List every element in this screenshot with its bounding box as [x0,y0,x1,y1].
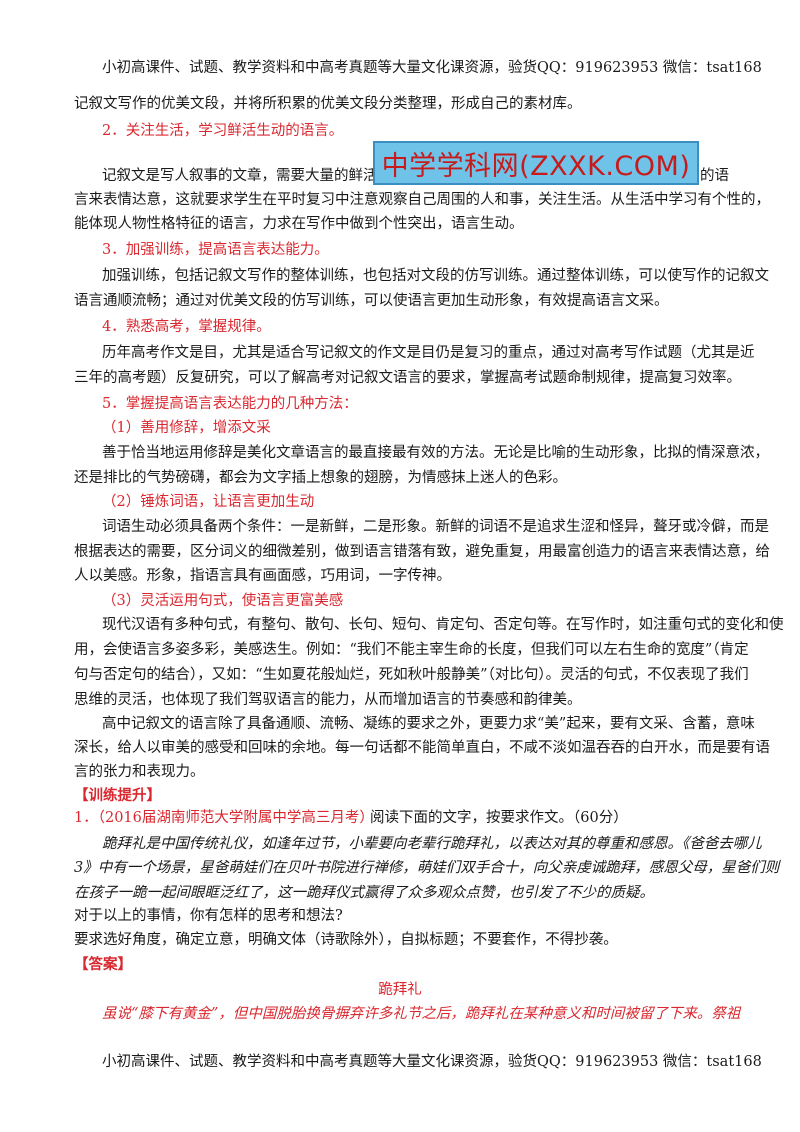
paragraph-line: 语言通顺流畅；通过对优美文段的仿写训练，可以使语言更加生动形象，有效提高语言文采… [74,293,669,309]
paragraph-line: 言的张力和表现力。 [74,764,205,780]
zxxk-watermark-banner: 中学学科网(ZXXK.COM) [373,141,699,185]
paragraph-line: 高中记叙文的语言除了具备通顺、流畅、凝练的要求之外，更要力求“美”起来，要有文采… [102,716,755,732]
paragraph-line: 言来表情达意，这就要求学生在平时复习中注意观察自己周围的人和事，关注生活。从生活… [74,192,770,208]
page-footer: 小初高课件、试题、教学资料和中高考真题等大量文化课资源，验货QQ：9196239… [102,1054,762,1070]
paragraph-line: 思维的灵活，也体现了我们驾驭语言的能力，从而增加语言的节奏感和韵律美。 [74,692,582,708]
paragraph-line: 要求选好角度，确定立意，明确文体（诗歌除外），自拟标题；不要套作，不得抄袭。 [74,932,618,948]
subheading-3: （3）灵活运用句式，使语言更富美感 [102,593,344,609]
paragraph-line: 还是排比的气势磅礴，都会为文字插上想象的翅膀，为情感抹上迷人的色彩。 [74,470,567,486]
question-prompt: 阅读下面的文字，按要求作文。（60分） [370,810,628,826]
material-line: 跪拜礼是中国传统礼仪，如逢年过节，小辈要向老辈行跪拜礼，以表达对其的尊重和感恩。… [102,836,762,852]
essay-title: 跪拜礼 [378,982,422,998]
paragraph-line: 记叙文是写人叙事的文章，需要大量的鲜活 [102,168,378,184]
paragraph-line: 对于以上的事情，你有怎样的思考和想法? [74,908,343,924]
paragraph-line: 词语生动必须具备两个条件：一是新鲜，二是形象。新鲜的词语不是追求生涩和怪异，聱牙… [102,519,769,535]
section-heading-4: 4．熟悉高考，掌握规律。 [102,319,271,335]
paragraph-line: 历年高考作文是目，尤其是适合写记叙文的作文是目仍是复习的重点，通过对高考写作试题… [102,345,755,361]
paragraph-line: 现代汉语有多种句式，有整句、散句、长句、短句、肯定句、否定句等。在写作时，如注重… [102,617,784,633]
paragraph-line: 三年的高考题）反复研究，可以了解高考对记叙文语言的要求，掌握高考试题命制规律，提… [74,370,741,386]
section-heading-2: 2．关注生活，学习鲜活生动的语言。 [102,123,344,139]
paragraph-line: 人以美感。形象，指语言具有画面感，巧用词，一字传神。 [74,568,451,584]
paragraph-line: 能体现人物性格特征的语言，力求在写作中做到个性突出，语言生动。 [74,216,524,232]
paragraph-line: 深长，给人以审美的感受和回味的余地。每一句话都不能简单直白，不咸不淡如温吞吞的白… [74,740,770,756]
paragraph-line: 根据表达的需要，区分词义的细微差别，做到语言错落有致，避免重复，用最富创造力的语… [74,544,770,560]
paragraph-line: 加强训练，包括记叙文写作的整体训练，也包括对文段的仿写训练。通过整体训练，可以使… [102,268,769,284]
paragraph-line: 句与否定句的结合），又如：“生如夏花般灿烂，死如秋叶般静美”（对比句）。灵活的句… [74,667,749,683]
answer-heading: 【答案】 [74,956,132,973]
training-heading: 【训练提升】 [74,787,161,804]
page-header: 小初高课件、试题、教学资料和中高考真题等大量文化课资源，验货QQ：9196239… [102,60,762,76]
subheading-1: （1）善用修辞，增添文采 [102,420,271,436]
paragraph-line: 的语 [700,168,729,184]
section-heading-5: 5．掌握提高语言表达能力的几种方法： [102,396,358,412]
essay-line: 虽说“膝下有黄金”，但中国脱胎换骨摒弃许多礼节之后，跪拜礼在某种意义和时间被留了… [102,1006,741,1022]
question-source: 1．（2016届湖南师范大学附属中学高三月考） [74,810,374,826]
paragraph-line: 善于恰当地运用修辞是美化文章语言的最直接最有效的方法。无论是比喻的生动形象，比拟… [102,445,769,461]
section-heading-3: 3．加强训练，提高语言表达能力。 [102,242,329,258]
paragraph-line: 记叙文写作的优美文段，并将所积累的优美文段分类整理，形成自己的素材库。 [74,96,582,112]
subheading-2: （2）锤炼词语，让语言更加生动 [102,494,315,510]
paragraph-line: 用，会使语言多姿多彩，美感迭生。例如：“我们不能主宰生命的长度，但我们可以左右生… [74,642,749,658]
material-line: 在孩子一跪一起间眼眶泛红了，这一跪拜仪式赢得了众多观众点赞，也引发了不少的质疑。 [74,885,654,901]
material-line: 3》中有一个场景，星爸萌娃们在贝叶书院进行禅修，萌娃们双手合十，向父亲虔诚跪拜，… [74,860,780,876]
